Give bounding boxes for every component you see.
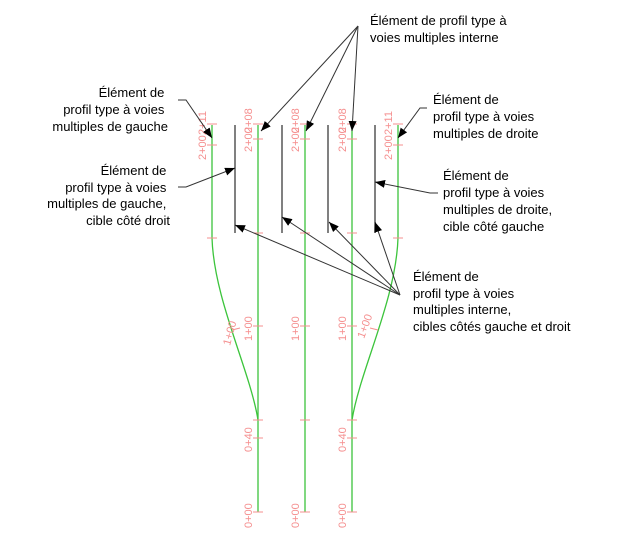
station-label: 1+00 [290, 316, 302, 341]
station-label: 2+00 [243, 127, 255, 152]
station-label: 1+00 [356, 313, 376, 340]
callout-interior: Élément de profil type à voies multiples… [370, 13, 510, 45]
station-label: 2+00 [383, 135, 395, 160]
station-label: 2+08 [243, 108, 255, 133]
callout-interior-targets: Élément de profil type à voies multiples… [413, 269, 571, 334]
station-label: 1+00 [243, 316, 255, 341]
leader-arrows [178, 25, 438, 296]
station-label: 2+08 [290, 108, 302, 133]
right-outer-alignment [351, 125, 399, 421]
station-label: 2+00 [197, 135, 209, 160]
callout-right: Élément de profil type à voies multiples… [433, 92, 539, 141]
station-label: 0+40 [337, 427, 349, 452]
station-label: 1+00 [337, 316, 349, 341]
station-label: 2+11 [383, 111, 395, 135]
left-outer-alignment [211, 125, 259, 421]
station-label: 2+00 [337, 127, 349, 152]
callout-left-target: Élément de profil type à voies multiples… [47, 163, 170, 228]
station-ticks [207, 123, 403, 513]
station-label: 0+00 [337, 503, 349, 528]
station-label: 2+08 [337, 108, 349, 133]
station-label: 0+40 [243, 427, 255, 452]
station-label: 1+00 [221, 320, 239, 347]
station-label: 0+00 [243, 503, 255, 528]
callout-left: Élément de profil type à voies multiples… [52, 85, 168, 134]
station-label: 0+00 [290, 503, 302, 528]
station-label: 2+00 [290, 127, 302, 152]
callout-right-target: Élément de profil type à voies multiples… [443, 168, 556, 234]
